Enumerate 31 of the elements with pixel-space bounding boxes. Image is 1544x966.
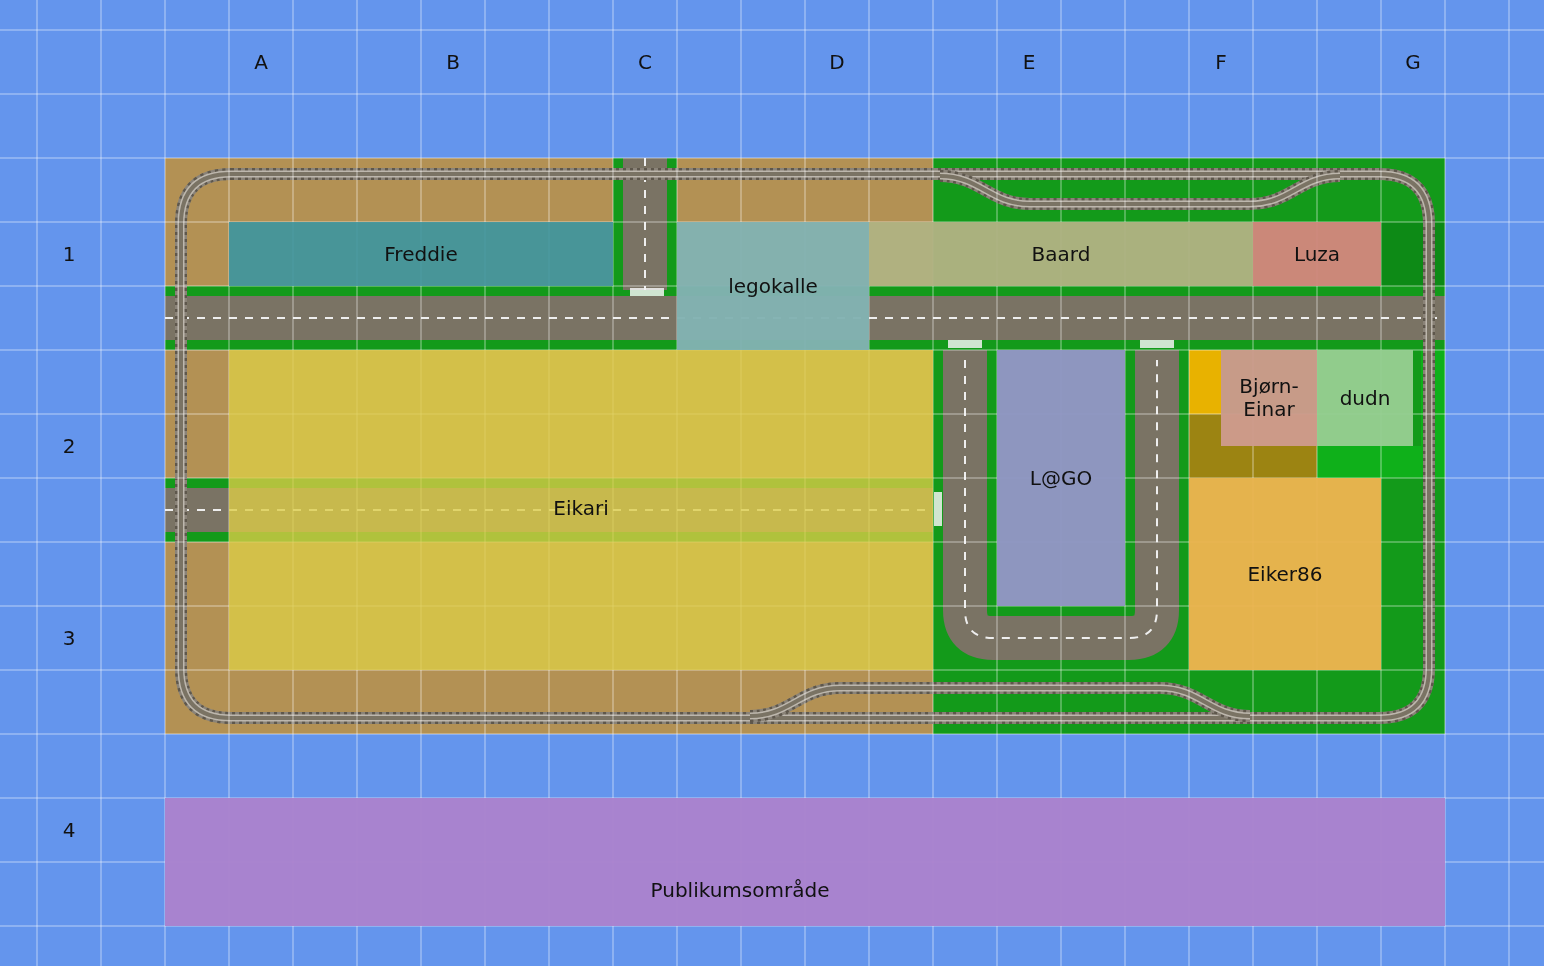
row-number: 2 xyxy=(62,434,76,458)
column-letter: C xyxy=(638,50,652,74)
row-number: 1 xyxy=(62,242,76,266)
plot-area xyxy=(1253,222,1381,286)
column-letter: D xyxy=(829,50,845,74)
column-letter: E xyxy=(1022,50,1036,74)
row-number: 4 xyxy=(62,818,76,842)
plot-name: Bjørn-Einar xyxy=(1238,375,1300,421)
plot-area xyxy=(229,350,933,670)
plot-area xyxy=(1317,350,1413,446)
plot-name: Freddie xyxy=(384,242,458,266)
plot-name: L@GO xyxy=(1029,466,1093,490)
plot-area xyxy=(1221,350,1317,446)
column-letter: A xyxy=(254,50,268,74)
column-letter: G xyxy=(1405,50,1421,74)
plot-area xyxy=(229,222,613,286)
plot-name: Baard xyxy=(1031,242,1091,266)
plot-area xyxy=(677,222,869,350)
column-letter: F xyxy=(1215,50,1227,74)
plot-name: Eikari xyxy=(553,497,609,520)
plot-name: Luza xyxy=(1293,242,1341,266)
audience-area xyxy=(165,798,1445,926)
plot-area xyxy=(997,350,1125,606)
plot-area xyxy=(869,222,1253,286)
plot-name: Eiker86 xyxy=(1247,562,1323,586)
row-number: 3 xyxy=(62,626,76,650)
plot-name: Publikumsområde xyxy=(650,878,830,902)
column-letter: B xyxy=(446,50,460,74)
plot-name: dudn xyxy=(1339,386,1391,410)
plot-name: legokalle xyxy=(728,274,818,298)
plot-area xyxy=(1189,478,1381,670)
